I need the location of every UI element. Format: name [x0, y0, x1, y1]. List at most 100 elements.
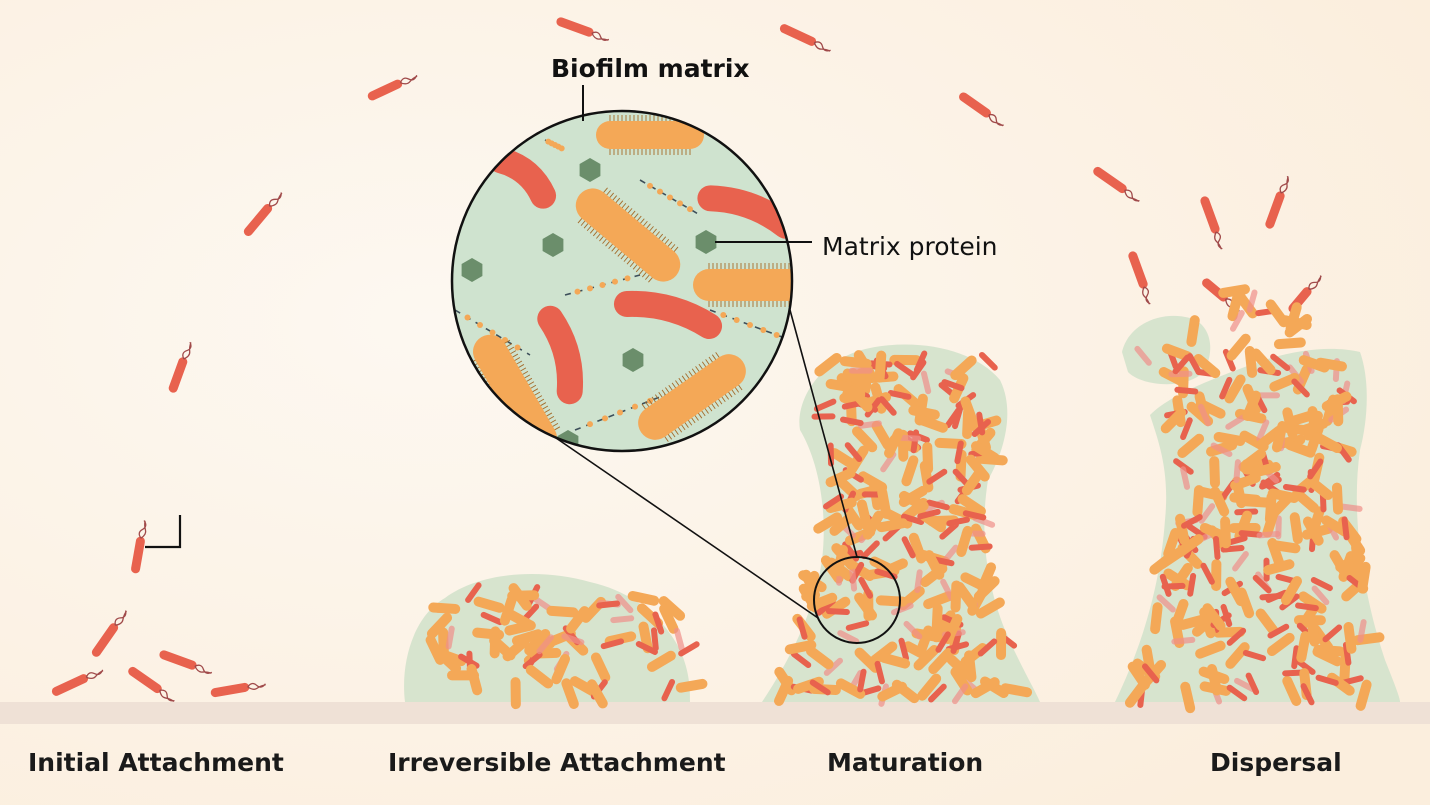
- biofilm-bacterium: [1252, 574, 1272, 594]
- biofilm-bacterium: [914, 569, 923, 594]
- free-bacterium: [51, 669, 104, 696]
- biofilm-bacterium: [1321, 515, 1351, 537]
- biofilm-bacterium: [1174, 386, 1199, 395]
- biofilm-bacterium: [977, 638, 998, 657]
- biofilm-bacterium: [1226, 684, 1248, 702]
- biofilm-bacterium: [1270, 353, 1291, 371]
- biofilm-bacterium: [825, 378, 858, 393]
- biofilm-bacterium: [1187, 572, 1197, 597]
- free-bacterium: [959, 92, 1004, 127]
- biofilm-bacterium: [1296, 631, 1311, 663]
- biofilm-bacterium: [1177, 433, 1205, 458]
- biofilm-bacterium: [1264, 492, 1277, 525]
- biofilm-bacterium: [1170, 598, 1189, 630]
- biofilm-bacterium: [957, 494, 986, 517]
- biofilm-bacterium: [658, 596, 686, 621]
- biofilm-bacterium: [1322, 624, 1343, 643]
- biofilm-bacterium: [972, 515, 996, 528]
- biofilm-bacterium: [903, 620, 923, 640]
- biofilm-bacterium: [1124, 680, 1149, 708]
- biofilm-bacterium: [1186, 315, 1200, 347]
- biofilm-bacterium: [1256, 419, 1270, 442]
- biofilm-bacterium: [1298, 591, 1327, 614]
- biofilm-bacterium: [1000, 683, 1033, 698]
- biofilm-bacterium: [962, 510, 987, 521]
- biofilm-bacterium: [970, 677, 1000, 699]
- biofilm-bacterium: [1220, 545, 1245, 553]
- biofilm-bacterium: [1238, 448, 1266, 473]
- biofilm-bacterium: [917, 415, 948, 433]
- biofilm-bacterium: [466, 664, 483, 696]
- matrix-protein-hexagon: [542, 233, 564, 257]
- biofilm-bacterium: [1229, 492, 1262, 505]
- stage-label-irreversible-attachment: Irreversible Attachment: [388, 748, 726, 777]
- biofilm-bacterium: [638, 621, 653, 654]
- biofilm-bacterium: [1180, 417, 1193, 441]
- biofilm-bacterium: [1134, 345, 1152, 366]
- biofilm-bacterium: [1160, 407, 1187, 434]
- biofilm-bacteria-group: [425, 284, 1385, 714]
- matrix-protein-hexagon: [695, 230, 717, 254]
- biofilm-bacterium: [1263, 559, 1295, 576]
- free-bacterium: [367, 74, 418, 101]
- biofilm-bacterium: [1250, 348, 1276, 375]
- biofilm-bacterium: [1259, 592, 1284, 601]
- magnified-bacterium: [537, 305, 584, 405]
- biofilm-bacterium: [1213, 626, 1246, 638]
- biofilm-bacterium: [561, 633, 585, 646]
- biofilm-bacterium: [1273, 337, 1306, 350]
- free-bacterium: [779, 24, 831, 52]
- biofilm-bacterium: [774, 675, 794, 706]
- biofilm-bacterium: [1271, 421, 1288, 453]
- biofilm-bacterium: [1357, 619, 1367, 643]
- biofilm-bacterium: [835, 678, 866, 699]
- biofilm-bacterium: [1256, 530, 1281, 539]
- biofilm-bacterium: [861, 540, 880, 560]
- biofilm-bacterium: [901, 536, 916, 559]
- biofilm-bacterium: [1303, 410, 1323, 441]
- biofilm-bacterium: [1321, 391, 1352, 412]
- biofilm-bacterium: [790, 651, 812, 669]
- biofilm-bacterium: [1295, 602, 1319, 612]
- biofilm-bacterium: [874, 350, 887, 383]
- biofilm-bacterium: [652, 611, 665, 635]
- free-bacterium: [210, 682, 266, 698]
- biofilm-bacterium: [561, 678, 579, 709]
- biofilm-bacterium: [1180, 466, 1191, 490]
- biofilm-bacterium: [1242, 649, 1267, 662]
- biofilm-bacterium: [1244, 346, 1258, 378]
- biofilm-bacterium: [566, 606, 590, 634]
- biofilm-bacterium: [926, 499, 950, 511]
- biofilm-matrix-label: Biofilm matrix: [551, 54, 750, 83]
- biofilm-bacterium: [480, 611, 504, 626]
- biofilm-bacterium: [1225, 414, 1247, 430]
- biofilm-bacterium: [627, 590, 660, 606]
- matrix-protein-hexagon: [579, 158, 601, 182]
- biofilm-bacterium: [939, 521, 959, 540]
- free-bacterium: [1200, 196, 1223, 250]
- biofilm-bacterium: [1305, 476, 1334, 500]
- biofilm-bacterium: [1312, 646, 1343, 667]
- biofilm-bacterium: [1163, 527, 1181, 559]
- biofilm-bacterium: [1198, 666, 1230, 685]
- biofilm-bacterium: [1245, 672, 1260, 695]
- biofilm-bacterium: [898, 637, 910, 662]
- biofilm-bacterium: [922, 441, 934, 474]
- biofilm-bacterium: [1177, 614, 1210, 630]
- biofilm-bacterium: [1195, 398, 1226, 419]
- biofilm-bacterium: [1220, 516, 1231, 549]
- magnified-matrix-view: [450, 109, 794, 453]
- stage-label-dispersal: Dispersal: [1210, 748, 1342, 777]
- biofilm-bacterium: [874, 660, 885, 685]
- biofilm-bacterium: [941, 379, 965, 392]
- biofilm-bacterium: [956, 525, 973, 557]
- biofilm-bacterium: [823, 493, 845, 510]
- magnified-bacterium: [697, 185, 792, 239]
- biofilm-bacterium: [877, 558, 908, 578]
- biofilm-bacterium: [1202, 603, 1226, 631]
- biofilm-bacterium: [600, 638, 625, 650]
- biofilm-bacterium: [825, 497, 857, 514]
- biofilm-bacterium: [844, 442, 863, 463]
- biofilm-bacterium: [849, 567, 858, 592]
